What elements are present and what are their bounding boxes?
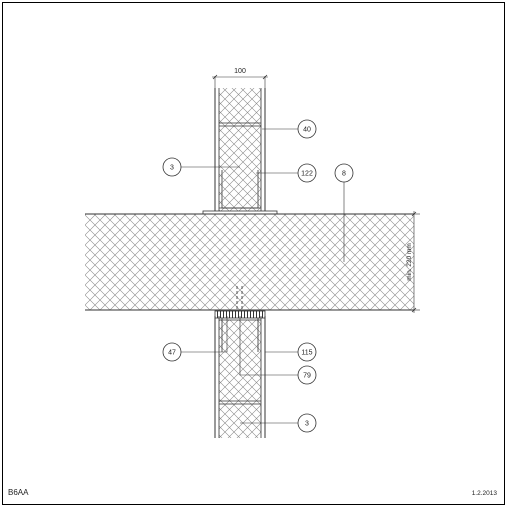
callout-40-label: 40 bbox=[303, 127, 311, 134]
callout-79-bubble bbox=[297, 365, 317, 385]
slab-thickness-label: min. 220 mm bbox=[406, 243, 413, 281]
concrete-slab bbox=[85, 213, 414, 311]
callout-79-label: 79 bbox=[303, 373, 311, 380]
callout-3-lower-label: 3 bbox=[305, 421, 309, 428]
dimension-slab-thickness: min. 220 mm bbox=[406, 211, 420, 313]
drawing-code: B6AA bbox=[8, 488, 29, 497]
sheet-border bbox=[2, 2, 505, 505]
slab-hatch bbox=[85, 214, 414, 310]
callout-122-label: 122 bbox=[301, 171, 313, 178]
callout-3-upper-label: 3 bbox=[170, 165, 174, 172]
callout-115-label: 115 bbox=[301, 350, 312, 357]
upper-wall bbox=[202, 88, 278, 215]
callout-122-bubble bbox=[297, 163, 317, 183]
callout-47-label: 47 bbox=[168, 350, 176, 357]
dimension-wall-width: 100 bbox=[212, 68, 268, 90]
callout-47-bubble bbox=[162, 342, 182, 362]
callouts: 40 3 122 8 47 115 79 3 bbox=[162, 119, 354, 433]
callout-3-lower-bubble bbox=[297, 413, 317, 433]
drawing-date: 1.2.2013 bbox=[472, 490, 498, 497]
wall-width-label: 100 bbox=[234, 68, 246, 75]
lower-head-track bbox=[221, 318, 259, 352]
callout-3-upper-bubble bbox=[162, 157, 182, 177]
callout-40-bubble bbox=[297, 119, 317, 139]
callout-8-label: 8 bbox=[342, 171, 346, 178]
callout-115-bubble bbox=[297, 342, 317, 362]
callout-8-bubble bbox=[334, 163, 354, 183]
